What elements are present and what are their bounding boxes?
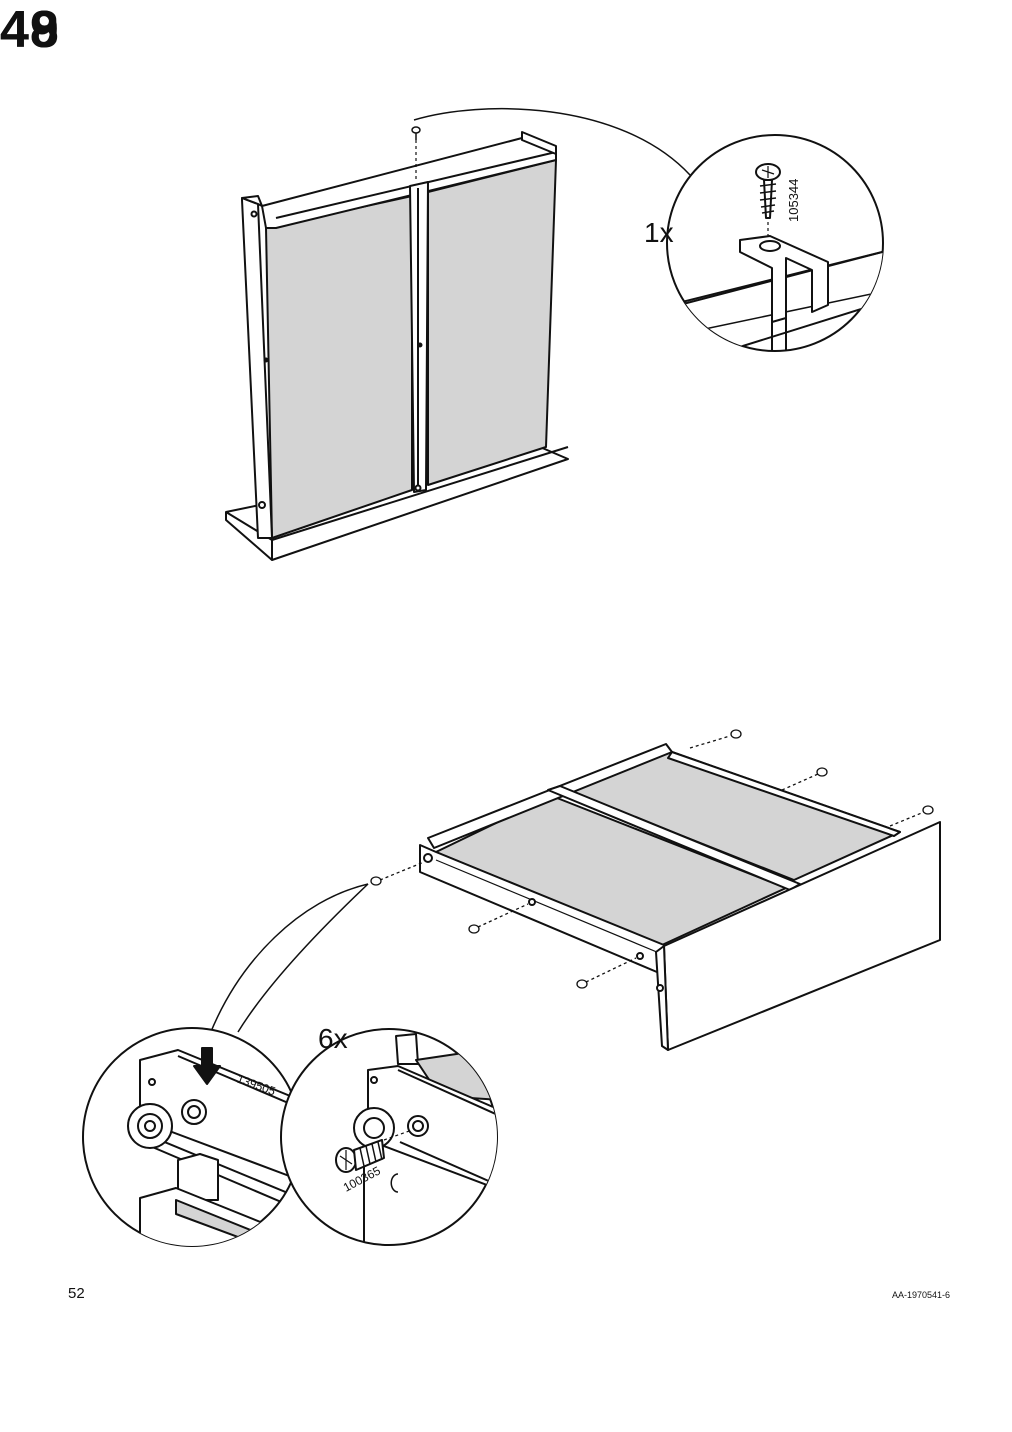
step-48-number: 48 bbox=[0, 1, 60, 59]
step-49-zoom-callout-right bbox=[280, 1028, 498, 1246]
step-48-zoom-callout bbox=[666, 134, 884, 352]
page-number: 52 bbox=[68, 1285, 85, 1302]
step-49-part-number-139505: 139505 bbox=[235, 1072, 278, 1099]
step-48-part-number: 105344 bbox=[786, 179, 801, 222]
document-code: AA-1970541-6 bbox=[891, 1290, 950, 1300]
step-49-part-number-100365: 100365 bbox=[341, 1163, 383, 1194]
step-49-quantity-label: 6x bbox=[318, 1023, 348, 1054]
step-48-quantity-label: 1x bbox=[644, 217, 674, 248]
step-49-drawing bbox=[209, 729, 941, 1051]
step-48-drawing bbox=[225, 107, 691, 561]
step-49-number: 49 bbox=[0, 1, 60, 59]
